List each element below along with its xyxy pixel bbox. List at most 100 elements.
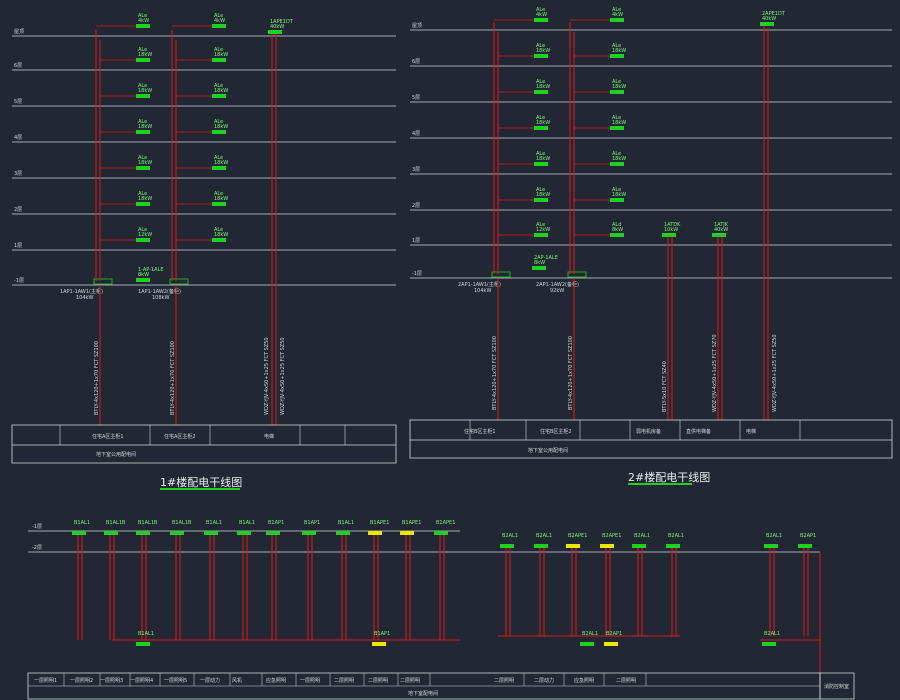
d3-table-cell: 应急照明 <box>574 677 594 684</box>
d2-table-cell: 住宅B区主柜2 <box>540 428 572 435</box>
d2-floor-label: 5层 <box>412 95 420 101</box>
d1-feeder-label: 1AP1-1AW1(主柜) <box>60 288 103 295</box>
d3-top-panel-label: B1AL1 <box>239 520 255 526</box>
d1-panel <box>212 130 226 134</box>
d3-mid-panel <box>798 544 812 548</box>
d2-title: 2#楼配电干线图 <box>628 470 710 484</box>
d2-panel-power: 18kW <box>536 84 550 90</box>
d3-top-panel <box>400 531 414 535</box>
d2-top-right-panel-power: 40kW <box>762 16 776 22</box>
d2-table <box>409 419 893 459</box>
d2-feeder-label: 2AP1-1AW2(备柜) <box>536 281 579 288</box>
d1-bus-box <box>169 278 189 285</box>
d1-panel-power: 18kW <box>138 88 152 94</box>
d3-top-panel <box>136 531 150 535</box>
d2-feeder-power: 104kW <box>474 288 491 294</box>
d3-mid-panel-label: B2APE1 <box>568 533 587 539</box>
d1-cable-label: WDZ-YJV-4x50+1x25 FCT SZ50 <box>280 337 286 415</box>
d3-bus-panel <box>580 642 594 646</box>
d1-panel-label: ALe <box>214 47 223 53</box>
d2-floor-label: 3层 <box>412 167 420 173</box>
d2-panel <box>534 18 548 22</box>
d3-top-panel <box>434 531 448 535</box>
d1-panel-label: ALe <box>138 227 147 233</box>
d3-top-panel-label: B1AL1 <box>74 520 90 526</box>
d1-floor-label: 3层 <box>14 171 22 177</box>
d3-bus-panel <box>604 642 618 646</box>
d1-floor-label: 6层 <box>14 63 22 69</box>
d1-panel-power: 4kW <box>214 18 225 24</box>
d2-panel-power: 18kW <box>612 192 626 198</box>
d1-floor-label: 1层 <box>14 243 22 249</box>
d2-panel-label: ALe <box>536 187 545 193</box>
d2-panel-power: 18kW <box>612 156 626 162</box>
d1-panel <box>212 94 226 98</box>
d3-table-cell: 一层照明5 <box>164 678 187 684</box>
d1-panel-power: 18kW <box>138 196 152 202</box>
d3-bus-panel-label: B2AL1 <box>764 631 780 637</box>
d3-bus-panel-label: B1AL1 <box>138 631 154 637</box>
d2-panel-label: ALe <box>612 43 621 49</box>
d1-panel-label: ALe <box>138 13 147 19</box>
d3-level-label: -1层 <box>32 524 42 530</box>
d2-panel-label: ALe <box>536 222 545 228</box>
d2-panel-power: 18kW <box>612 84 626 90</box>
d1-cable-label: BTLY-4x120+1x70 FCT SZ100 <box>170 341 176 415</box>
d2-panel <box>534 198 548 202</box>
d2-panel <box>610 198 624 202</box>
d2-top-right-panel-label: 2APE1DT <box>762 11 786 17</box>
d1-panel <box>136 166 150 170</box>
d1-cable-label: BTLY-4x120+1x70 FCT SZ100 <box>94 341 100 415</box>
d1-bottom-panel-power: 8kW <box>138 272 149 278</box>
d2-side-panel-label: 1ATJK <box>714 222 729 228</box>
d1-bottom-panel <box>136 278 150 282</box>
d3-top-panel <box>72 531 86 535</box>
d2-panel-power: 18kW <box>536 156 550 162</box>
d2-table-caption: 地下室公用配电间 <box>528 447 568 454</box>
d3-top-panel-label: B1AP1 <box>304 520 320 526</box>
d3-top-panel <box>170 531 184 535</box>
d3-top-panel-label: B1AP1 <box>268 520 284 526</box>
d1-panel <box>136 238 150 242</box>
d2-panel <box>534 162 548 166</box>
d3-top-panel <box>336 531 350 535</box>
d3-mid-panel <box>764 544 778 548</box>
d1-bus-box <box>93 278 113 285</box>
d2-panel-label: ALe <box>536 7 545 13</box>
d2-floor-label: 1层 <box>412 238 420 244</box>
d3-mid-panel-label: B2AL1 <box>502 533 518 539</box>
d1-feeder-label: 1AP1-1AW2(备柜) <box>138 288 181 295</box>
d3-table-cell: 二层照明 <box>334 678 354 684</box>
d1-panel-power: 18kW <box>214 52 228 58</box>
d2-table-cell: 弱电机房备 <box>636 428 661 435</box>
d3-bus-panel <box>136 642 150 646</box>
d2-top-right-panel <box>760 22 774 26</box>
d3-right-box <box>819 672 855 700</box>
d2-side-panel <box>712 233 726 237</box>
d1-panel-label: ALe <box>138 155 147 161</box>
d3-mid-panel <box>632 544 646 548</box>
d3-table-caption: 地下室配电间 <box>408 690 438 697</box>
d2-panel <box>534 90 548 94</box>
d1-panel-power: 12kW <box>138 232 152 238</box>
d2-bus-box <box>491 271 511 278</box>
d1-title: 1#楼配电干线图 <box>160 475 242 489</box>
d2-panel-power: 12kW <box>536 227 550 233</box>
d3-top-panel-label: B1APE1 <box>370 520 389 526</box>
d3-table-cell: 二层照明 <box>400 678 420 684</box>
d3-table-cell: 一层照明2 <box>70 678 93 684</box>
d2-floor-label: 屋顶 <box>412 23 422 29</box>
d3-mid-panel-label: B2AL1 <box>536 533 552 539</box>
d2-panel-power: 4kW <box>612 12 623 18</box>
d1-table-cell: 住宅A区主柜1 <box>92 433 124 440</box>
d1-top-right-panel-label: 1APE1DT <box>270 19 294 25</box>
d3-table-cell: 二层动力 <box>534 677 554 684</box>
d2-panel <box>610 126 624 130</box>
d3-table-cell: 二层照明 <box>368 678 388 684</box>
d1-top-right-panel-power: 40kW <box>270 24 284 30</box>
d2-panel-label: ALe <box>612 79 621 85</box>
d2-panel-power: 18kW <box>612 120 626 126</box>
d2-panel <box>610 233 624 237</box>
d1-feeder-power: 104kW <box>76 295 93 301</box>
d2-panel <box>610 90 624 94</box>
